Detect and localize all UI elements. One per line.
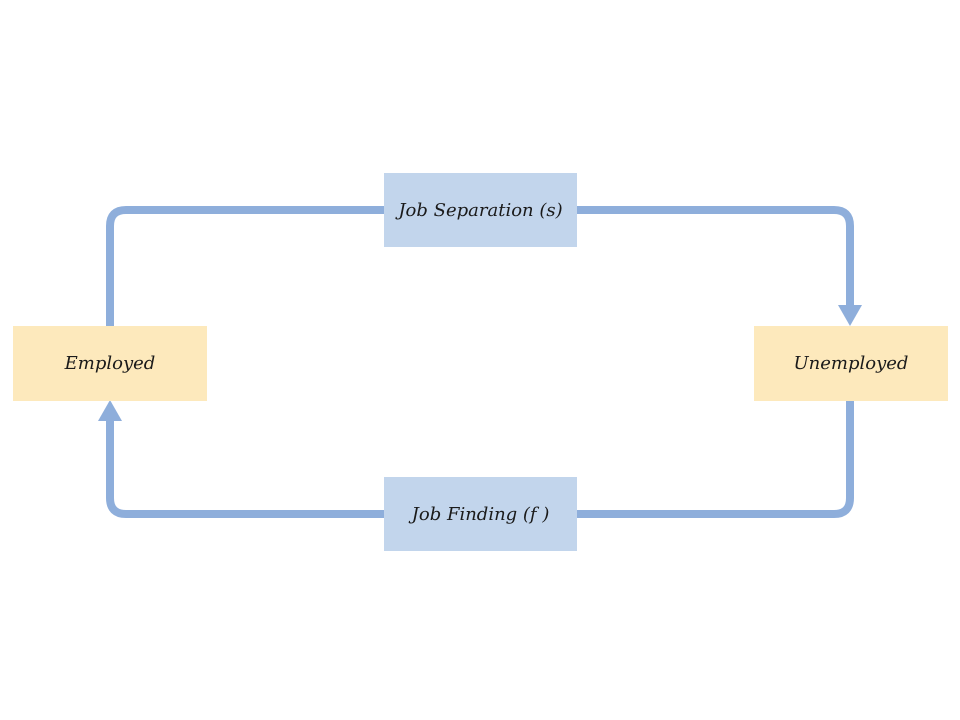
job-separation-label: Job Separation (s) [398, 199, 563, 221]
unemployed-label: Unemployed [793, 353, 909, 374]
arrowhead-to-unemployed [838, 305, 862, 326]
job-finding-box: Job Finding (f ) [384, 477, 577, 551]
job-finding-label: Job Finding (f ) [411, 503, 550, 525]
job-separation-box: Job Separation (s) [384, 173, 577, 247]
unemployed-state-box: Unemployed [754, 326, 948, 401]
employed-label: Employed [64, 353, 156, 374]
employed-state-box: Employed [13, 326, 207, 401]
arrowhead-to-employed [98, 400, 122, 421]
